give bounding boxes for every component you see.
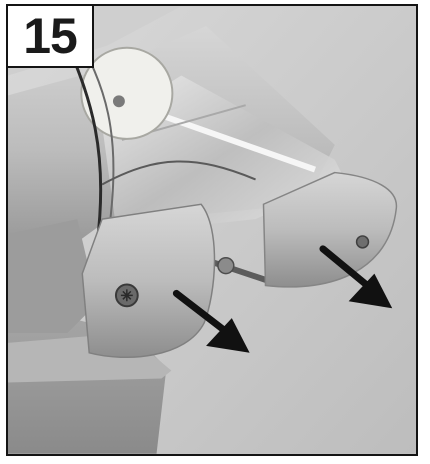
step-number-badge: 15 (8, 6, 94, 68)
arrow-down-right-icon (319, 245, 393, 309)
roller-axle (112, 95, 125, 108)
end-cap-right-screw (355, 235, 370, 249)
tube-highlight (145, 107, 316, 173)
figure-frame: 15 (6, 4, 418, 456)
lamp-wire (101, 160, 256, 186)
roller-wheel (80, 46, 174, 140)
end-cap-right (262, 171, 398, 288)
arrow-down-right-icon (172, 289, 250, 353)
device-photo (8, 6, 416, 454)
step-number: 15 (23, 8, 78, 64)
housing-side (8, 219, 98, 333)
rod-nut (217, 256, 235, 275)
end-cap-left (81, 203, 216, 358)
torx-recess (120, 289, 133, 302)
